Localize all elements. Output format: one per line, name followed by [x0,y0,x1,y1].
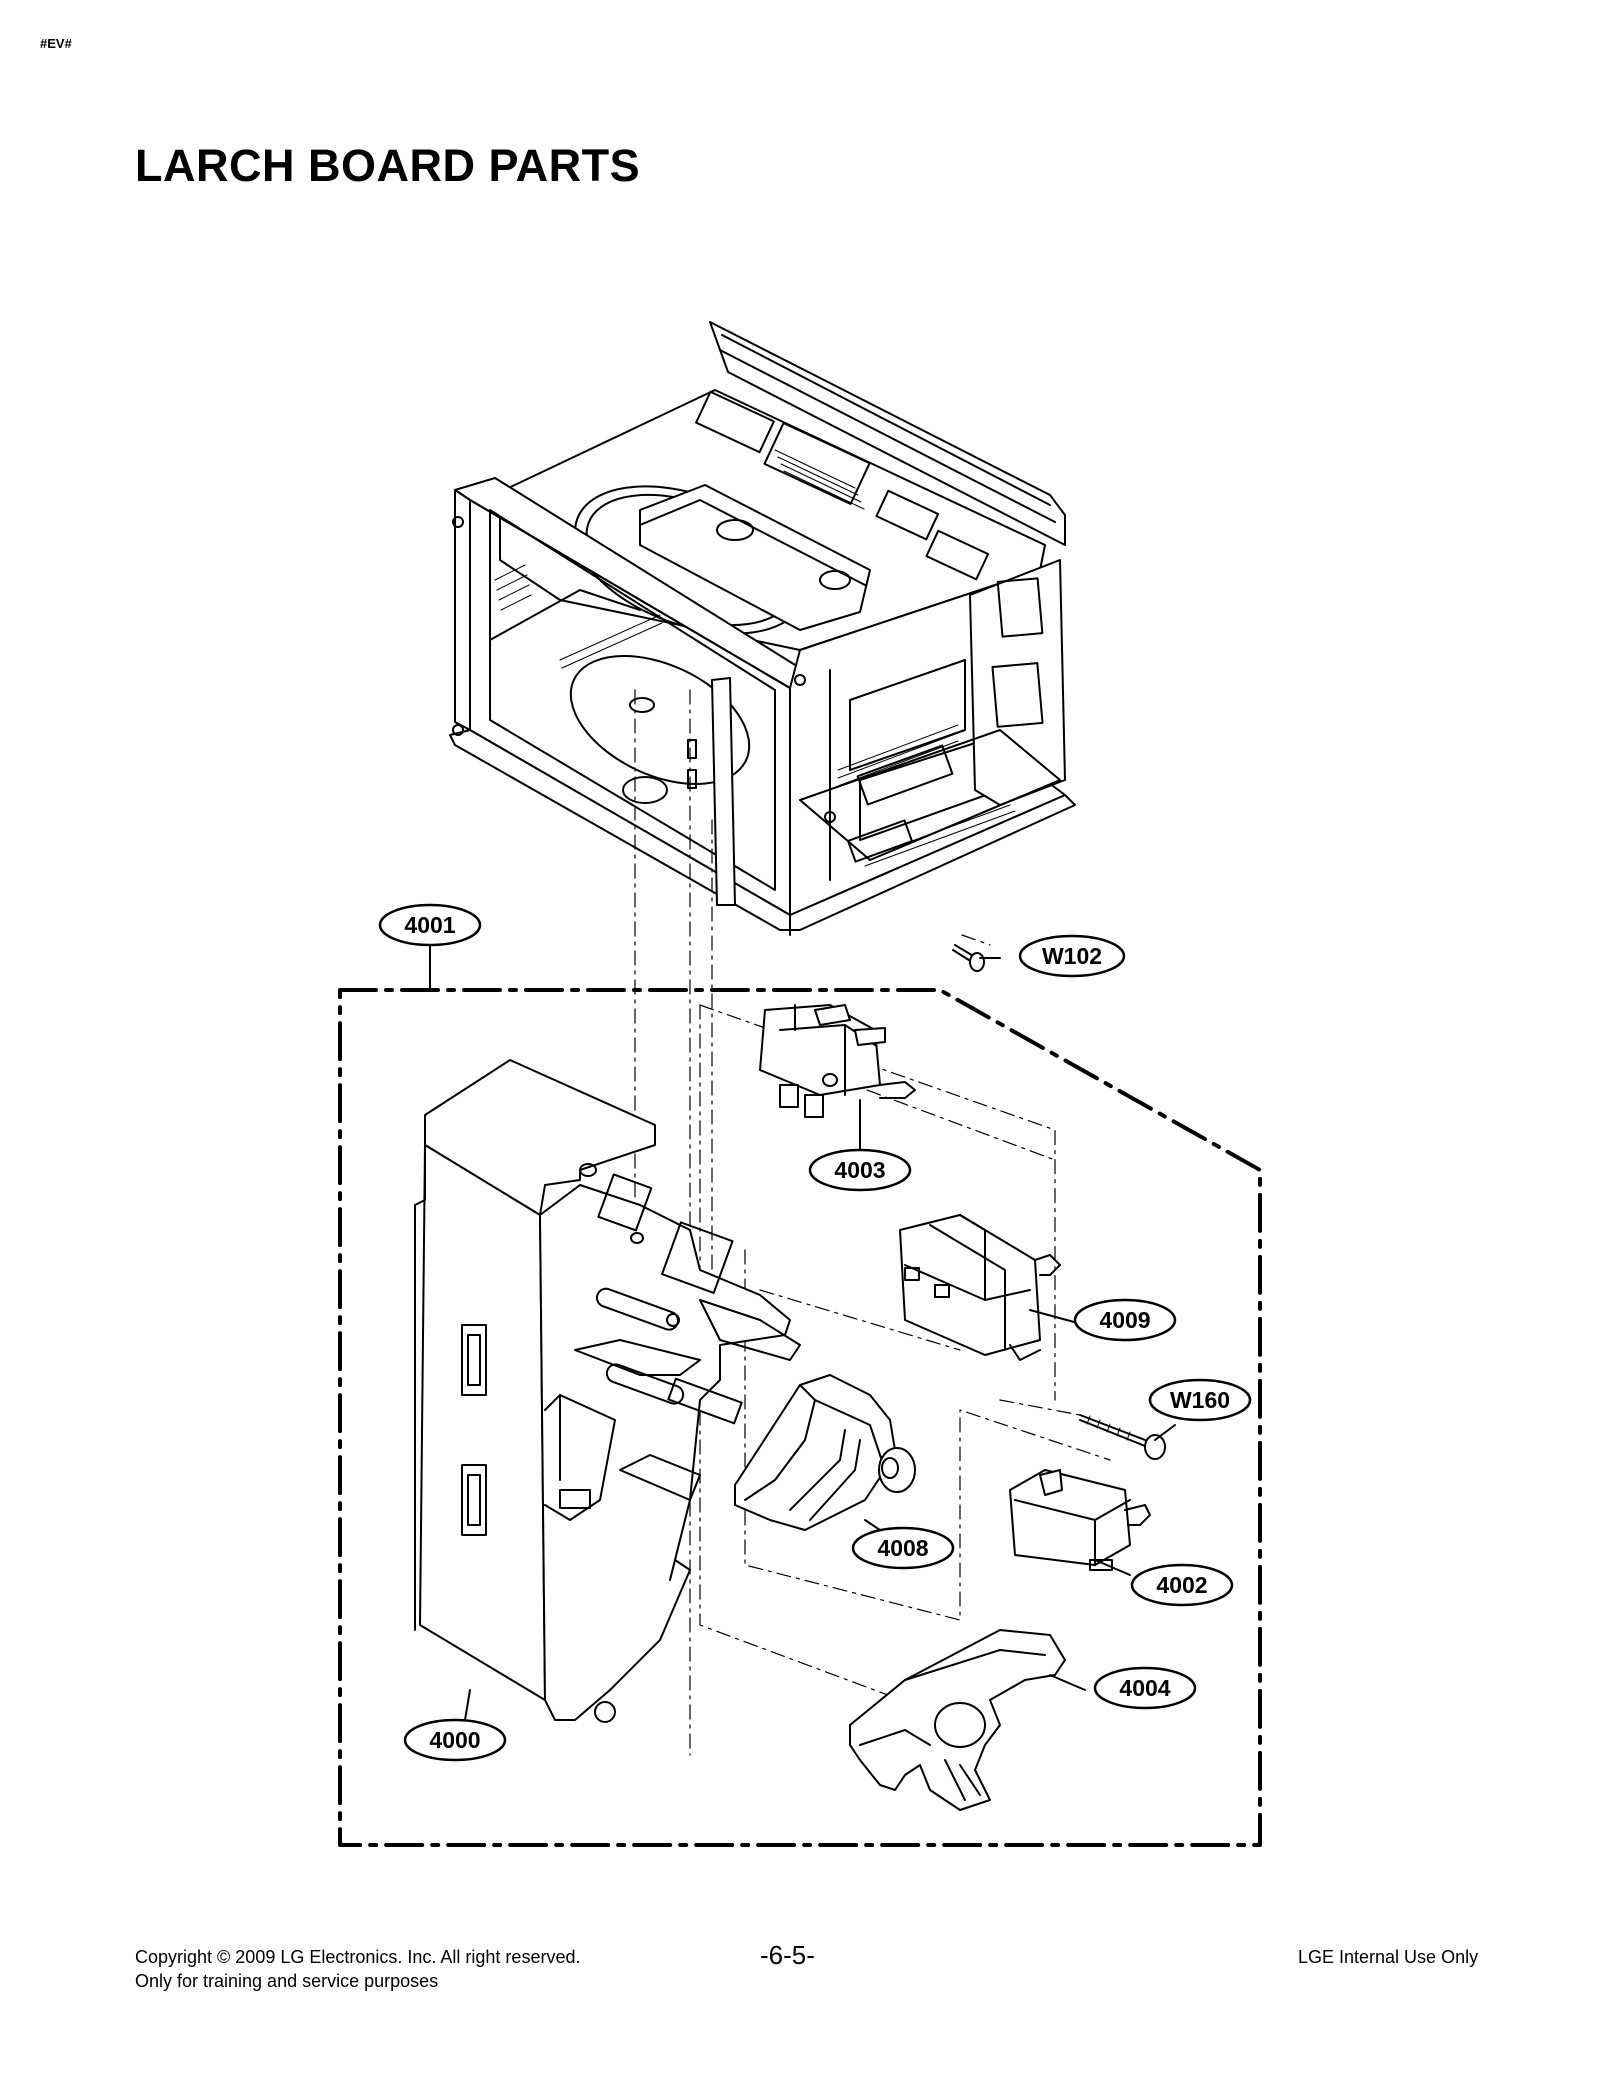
footer-copyright: Copyright © 2009 LG Electronics. Inc. Al… [135,1945,580,1993]
callout-4004: 4004 [1119,1675,1170,1701]
callout-4000: 4000 [429,1727,480,1753]
internal-use-notice: LGE Internal Use Only [1298,1947,1479,1967]
page-number: -6-5- [760,1940,815,1970]
callout-4001: 4001 [404,912,455,938]
part-4008-lever [734,1374,916,1531]
cavity-chassis [449,321,1076,936]
training-line: Only for training and service purposes [135,1971,439,1991]
part-w160-screw [1079,1414,1166,1460]
callout-w102: W102 [1042,943,1102,969]
page-title: LARCH BOARD PARTS [135,140,641,191]
callout-4008: 4008 [877,1535,928,1561]
part-4004-actuator [849,1629,1066,1811]
callout-4002: 4002 [1156,1572,1207,1598]
part-4009-switch [899,1214,1061,1361]
part-4003-switch [759,1004,916,1118]
copyright-line: Copyright © 2009 LG Electronics. Inc. Al… [135,1947,581,1967]
part-4000-larch-board [414,1059,801,1723]
leader-lines [464,957,1176,1721]
assembly-boundary [338,988,1262,1847]
callout-4009: 4009 [1099,1307,1150,1333]
document-tag: #EV# [40,36,72,51]
part-4002-switch [1009,1469,1151,1571]
callout-w160: W160 [1170,1387,1230,1413]
callout-4003: 4003 [834,1157,885,1183]
